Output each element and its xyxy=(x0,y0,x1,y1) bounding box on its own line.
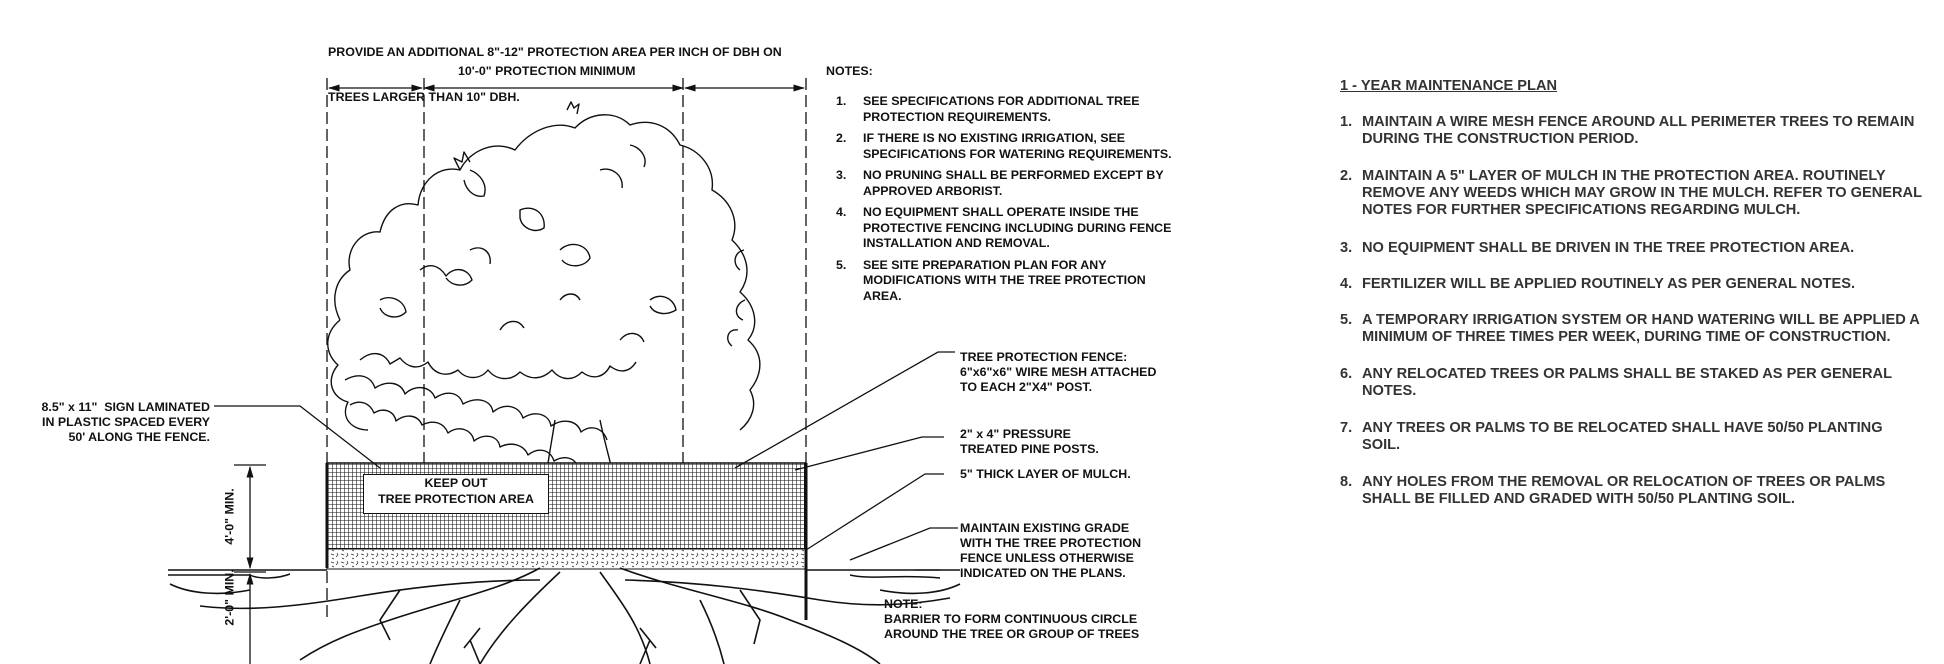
maintenance-item: 2. MAINTAIN A 5" LAYER OF MULCH IN THE PR… xyxy=(1340,168,1922,219)
note-number: 5. xyxy=(836,257,847,272)
maintenance-plan: 1 - YEAR MAINTENANCE PLAN 1. MAINTAIN A W… xyxy=(1340,78,1922,507)
note-item: 4. NO EQUIPMENT SHALL OPERATE INSIDE THE … xyxy=(826,205,1172,252)
note-number: 4. xyxy=(836,205,847,219)
maintenance-plan-title: 1 - YEAR MAINTENANCE PLAN xyxy=(1340,78,1558,94)
maintenance-text: MAINTAIN A 5" LAYER OF MULCH IN THE PROT… xyxy=(1362,168,1922,218)
maintenance-number: 1. xyxy=(1340,114,1353,130)
note-text: IF THERE IS NO EXISTING IRRIGATION, SEE … xyxy=(863,131,1172,161)
maintenance-number: 4. xyxy=(1340,276,1353,292)
fence-callout: TREE PROTECTION FENCE: 6"x6"x6" WIRE MES… xyxy=(960,350,1157,394)
maintenance-number: 8. xyxy=(1340,474,1353,490)
note-item: 3. NO PRUNING SHALL BE PERFORMED EXCEPT B… xyxy=(826,168,1172,199)
keep-out-sign: KEEP OUT TREE PROTECTION AREA xyxy=(363,474,549,514)
fence-posts xyxy=(325,463,808,620)
height-dimension xyxy=(234,464,266,664)
notes-title: NOTES: xyxy=(826,64,873,78)
mulch-layer xyxy=(326,548,807,570)
protection-area-note-line-2: TREES LARGER THAN 10" DBH. xyxy=(328,90,520,104)
note-text: SEE SITE PREPARATION PLAN FOR ANY MODIFI… xyxy=(863,257,1146,303)
maintenance-item: 1. MAINTAIN A WIRE MESH FENCE AROUND ALL … xyxy=(1340,114,1914,148)
tree-canopy xyxy=(327,101,761,470)
maintenance-item: 7. ANY TREES OR PALMS TO BE RELOCATED SHA… xyxy=(1340,420,1883,454)
maintenance-text: A TEMPORARY IRRIGATION SYSTEM OR HAND WA… xyxy=(1362,312,1920,345)
maintenance-text: ANY HOLES FROM THE REMOVAL OR RELOCATION… xyxy=(1362,474,1886,507)
grade-callout: MAINTAIN EXISTING GRADE WITH THE TREE PR… xyxy=(960,521,1142,580)
note-number: 1. xyxy=(836,94,847,108)
maintenance-number: 2. xyxy=(1340,168,1353,184)
maintenance-number: 3. xyxy=(1340,240,1353,256)
note-item: 2. IF THERE IS NO EXISTING IRRIGATION, SE… xyxy=(826,131,1172,162)
maintenance-text: ANY TREES OR PALMS TO BE RELOCATED SHALL… xyxy=(1362,420,1883,453)
maintenance-item: 8. ANY HOLES FROM THE REMOVAL OR RELOCATI… xyxy=(1340,474,1885,508)
protection-minimum-label: 10'-0" PROTECTION MINIMUM xyxy=(458,64,636,78)
existing-grade xyxy=(168,569,960,579)
height-dimension-label: 4'-0" MIN. xyxy=(222,488,237,545)
maintenance-text: NO EQUIPMENT SHALL BE DRIVEN IN THE TREE… xyxy=(1362,240,1855,256)
posts-callout: 2" x 4" PRESSURE TREATED PINE POSTS. xyxy=(960,427,1099,456)
leader-lines xyxy=(214,351,958,571)
protection-area-note-line-1: PROVIDE AN ADDITIONAL 8"-12" PROTECTION … xyxy=(328,45,782,59)
maintenance-item: 6. ANY RELOCATED TREES OR PALMS SHALL BE … xyxy=(1340,366,1892,400)
note-item: 5. SEE SITE PREPARATION PLAN FOR ANY MODI… xyxy=(826,258,1172,305)
note-text: SEE SPECIFICATIONS FOR ADDITIONAL TREE P… xyxy=(863,94,1140,124)
note-text: NO EQUIPMENT SHALL OPERATE INSIDE THE PR… xyxy=(863,205,1172,250)
maintenance-text: FERTILIZER WILL BE APPLIED ROUTINELY AS … xyxy=(1362,276,1855,292)
maintenance-number: 5. xyxy=(1340,312,1353,328)
maintenance-item: 4. FERTILIZER WILL BE APPLIED ROUTINELY A… xyxy=(1340,276,1855,293)
sign-callout: 8.5" x 11" SIGN LAMINATED IN PLASTIC SPA… xyxy=(41,400,210,444)
barrier-note: NOTE: BARRIER TO FORM CONTINUOUS CIRCLE … xyxy=(884,597,1140,641)
maintenance-item: 5. A TEMPORARY IRRIGATION SYSTEM OR HAND … xyxy=(1340,312,1920,346)
depth-dimension-label: 2'-0" MIN. xyxy=(222,569,237,626)
note-item: 1. SEE SPECIFICATIONS FOR ADDITIONAL TREE… xyxy=(826,94,1172,125)
note-text: NO PRUNING SHALL BE PERFORMED EXCEPT BY … xyxy=(863,168,1164,198)
protection-area-note: PROVIDE AN ADDITIONAL 8"-12" PROTECTION … xyxy=(328,15,782,120)
maintenance-item: 3. NO EQUIPMENT SHALL BE DRIVEN IN THE TR… xyxy=(1340,240,1854,257)
note-number: 3. xyxy=(836,168,847,182)
mulch-callout: 5" THICK LAYER OF MULCH. xyxy=(960,467,1131,481)
maintenance-number: 6. xyxy=(1340,366,1353,382)
maintenance-text: MAINTAIN A WIRE MESH FENCE AROUND ALL PE… xyxy=(1362,114,1915,147)
tree-roots xyxy=(169,567,961,664)
maintenance-text: ANY RELOCATED TREES OR PALMS SHALL BE ST… xyxy=(1362,366,1893,399)
notes-list: 1. SEE SPECIFICATIONS FOR ADDITIONAL TREE… xyxy=(826,94,1172,304)
maintenance-number: 7. xyxy=(1340,420,1353,436)
note-number: 2. xyxy=(836,131,847,145)
